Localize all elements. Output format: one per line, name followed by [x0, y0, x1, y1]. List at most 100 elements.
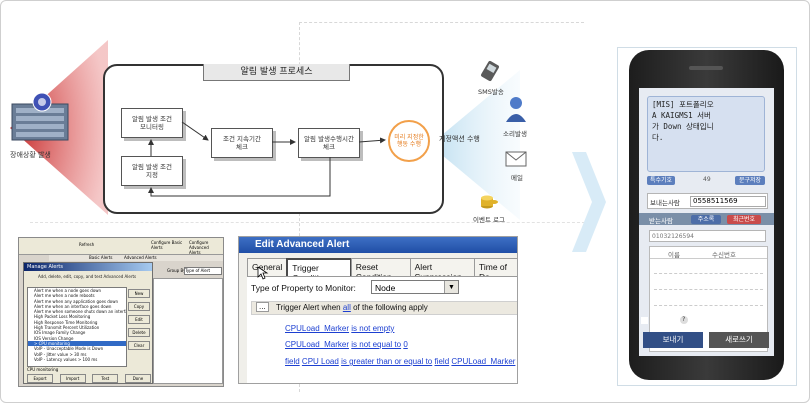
condition-field[interactable]: CPULoad_Marker — [285, 340, 350, 349]
property-value: Node — [375, 283, 396, 293]
condition-mid[interactable]: field — [434, 357, 450, 366]
groupby-label: Group By: — [167, 268, 187, 273]
send-button[interactable]: 보내기 — [643, 332, 703, 348]
message-text[interactable]: [MIS] 포트폴리오 A KAIGMS1 서버 가 Down 상태입니 다. — [647, 96, 765, 172]
list-item[interactable]: Alert me when someone shuts down an inte… — [34, 309, 127, 315]
reserve-row: 예약전송 ? — [641, 315, 688, 325]
speaker-grille — [689, 66, 723, 70]
groupby-select[interactable]: Type of Alert — [184, 267, 222, 275]
sender-number[interactable]: 0558511569 — [690, 196, 766, 207]
recent-number-button[interactable]: 최근번호 — [727, 215, 761, 224]
configure-basic-button[interactable]: Configure Basic Alerts — [151, 240, 183, 250]
import-button[interactable]: Import — [59, 374, 86, 383]
process-title: 알림 발생 프로세스 — [203, 64, 350, 81]
col-number: 수신번호 — [712, 251, 736, 259]
bottom-buttons: Export Import Test Done — [27, 374, 151, 383]
list-item[interactable]: VoIP - Unacceptable Mode is Down — [34, 346, 104, 352]
server-rack-icon — [11, 92, 69, 141]
expand-button[interactable]: ... — [256, 302, 269, 312]
char-count: 49 — [703, 176, 711, 183]
list-item[interactable]: High Transmit Percent Utilization — [34, 325, 100, 331]
tab-advanced-alerts[interactable]: Advanced Alerts — [124, 255, 157, 260]
list-item[interactable]: VoIP - Jitter value > 30 ms — [34, 351, 87, 357]
refresh-button[interactable]: Refresh — [79, 242, 95, 247]
condition-prefix[interactable]: field — [285, 357, 300, 366]
export-button[interactable]: Export — [27, 374, 53, 383]
property-select[interactable]: Node ▼ — [371, 280, 459, 294]
list-item[interactable]: IOS Image Family Change — [34, 330, 86, 336]
trigger-prefix: Trigger Alert when — [276, 303, 343, 312]
manage-alerts-window: Refresh Configure Basic Alerts Configure… — [18, 237, 224, 387]
condition-1: CPULoad_Marker is not empty — [285, 324, 394, 333]
condition-op[interactable]: is not equal to — [351, 340, 402, 349]
copy-button[interactable]: Copy — [128, 302, 150, 311]
right-panel — [153, 278, 223, 384]
list-item[interactable]: IOS Version Change — [34, 335, 74, 341]
col-name: 이름 — [668, 251, 680, 259]
blue-fan-graphic — [430, 70, 520, 220]
list-item[interactable]: Alert me when any application goes down — [34, 298, 119, 304]
box-setup: 알림 발생 조건 지정 — [121, 156, 183, 186]
list-item[interactable]: Alert me when an interface goes down — [34, 303, 112, 309]
condition-3: field CPU Load is greater than or equal … — [285, 357, 515, 366]
condition-field[interactable]: CPULoad_Marker — [285, 324, 350, 333]
process-container: 알림 발생 프로세스 — [103, 64, 444, 214]
receiver-number-input[interactable]: 01032126594 — [649, 230, 766, 242]
action-circle: 미리 지정한 행동 수행 — [388, 120, 430, 162]
phone-device: [MIS] 포트폴리오 A KAIGMS1 서버 가 Down 상태입니 다. … — [629, 50, 784, 380]
left-label: 장애상황 발생 — [10, 151, 51, 159]
done-button[interactable]: Done — [124, 374, 151, 383]
property-label: Type of Property to Monitor: — [251, 283, 356, 293]
action-label: 지정액션 수행 — [439, 135, 480, 143]
reserve-checkbox[interactable] — [641, 316, 648, 324]
window-title: Edit Advanced Alert — [239, 237, 517, 253]
condition-value[interactable]: 0 — [403, 340, 408, 349]
receiver-label: 받는사람 — [649, 217, 673, 225]
new-write-button[interactable]: 새로쓰기 — [709, 332, 769, 348]
output-mail: 메일 — [511, 174, 523, 182]
new-button[interactable]: New — [128, 289, 150, 298]
condition-field[interactable]: CPU Load — [301, 357, 339, 366]
trigger-all-link[interactable]: all — [342, 303, 351, 312]
divider — [30, 222, 590, 223]
output-event: 이벤트 로그 — [473, 216, 505, 224]
output-sms: SMS발송 — [478, 88, 504, 96]
condition-value[interactable]: CPULoad_Marker — [451, 357, 516, 366]
test-button[interactable]: Test — [92, 374, 119, 383]
delete-button[interactable]: Delete — [128, 328, 150, 337]
list-item[interactable]: High Response Time Monitoring — [34, 319, 98, 325]
help-icon[interactable]: ? — [679, 316, 688, 324]
special-chars-button[interactable]: 특수기호 — [647, 176, 675, 185]
chevron-down-icon: ▼ — [444, 281, 458, 293]
event-log-icon — [481, 195, 498, 209]
phone-icon — [481, 60, 499, 82]
receiver-bar: 받는사람 주소록 최근번호 — [639, 213, 774, 225]
list-item[interactable]: Alert me when a node reboots — [34, 293, 95, 299]
user-icon — [506, 97, 526, 122]
condition-op[interactable]: is greater than or equal to — [341, 357, 433, 366]
list-item[interactable]: Alert me when a node goes down — [34, 288, 102, 293]
list-item[interactable]: > CPU monitoring — [28, 340, 126, 347]
phone-background — [617, 47, 797, 386]
trigger-panel: Type of Property to Monitor: Node ▼ ... … — [247, 276, 517, 383]
box-duration: 조건 지속기간 체크 — [211, 128, 273, 158]
edit-button[interactable]: Edit — [128, 315, 150, 324]
list-item[interactable]: VoIP - Latency values > 100 ms — [34, 356, 98, 362]
clear-button[interactable]: Clear — [128, 341, 150, 350]
list-item[interactable]: High Packet Loss Monitoring — [34, 314, 91, 320]
dialog-description: Add, delete, edit, copy, and test Advanc… — [38, 274, 137, 279]
reserve-label: 예약전송 — [651, 316, 677, 324]
configure-advanced-button[interactable]: Configure Advanced Alerts — [189, 240, 209, 255]
address-book-button[interactable]: 주소록 — [691, 215, 721, 224]
condition-op[interactable]: is not empty — [351, 324, 395, 333]
save-phrase-button[interactable]: 문구저장 — [735, 176, 765, 185]
sender-label: 보내는사람 — [650, 199, 680, 207]
mouse-cursor-icon — [257, 266, 269, 280]
mail-icon — [505, 151, 527, 167]
dialog-title: Manage Alerts — [24, 263, 152, 271]
tab-basic-alerts[interactable]: Basic Alerts — [89, 255, 113, 260]
